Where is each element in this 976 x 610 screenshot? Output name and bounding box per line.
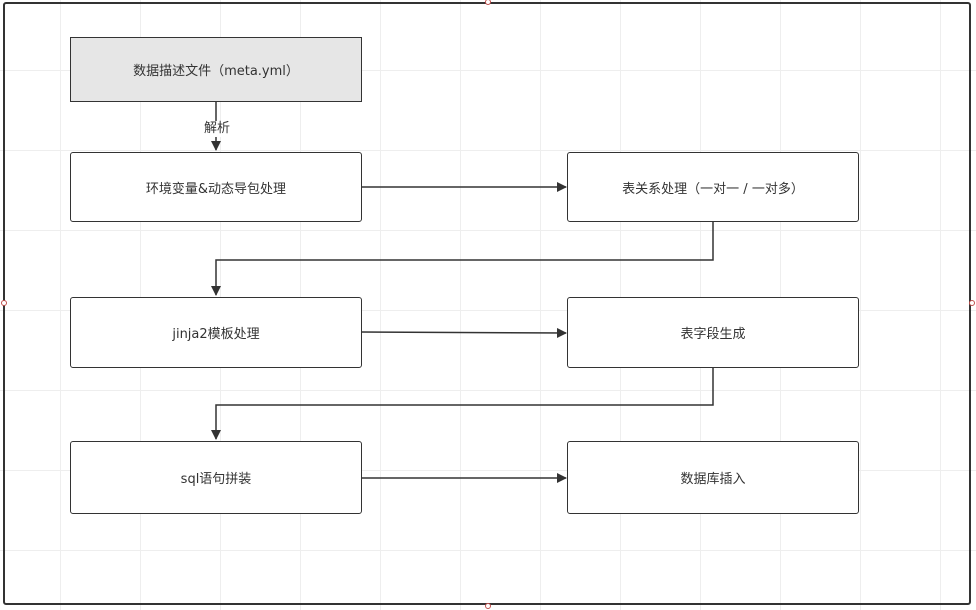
- edge-relation-to-jinja[interactable]: [211, 221, 714, 296]
- resize-handle-left[interactable]: [1, 300, 7, 306]
- node-env-import-label: 环境变量&动态导包处理: [145, 181, 287, 197]
- node-field-generation[interactable]: 表字段生成: [567, 297, 859, 368]
- edge-label-parse: 解析: [202, 121, 233, 137]
- node-table-relation[interactable]: 表关系处理（一对一 / 一对多）: [567, 152, 859, 222]
- edge-fields-to-sql[interactable]: [211, 367, 714, 440]
- node-field-generation-label: 表字段生成: [680, 327, 746, 342]
- node-meta-file[interactable]: 数据描述文件（meta.yml）: [70, 37, 362, 102]
- resize-handle-bottom[interactable]: [485, 603, 491, 609]
- node-meta-file-label: 数据描述文件（meta.yml）: [133, 64, 299, 79]
- resize-handle-top[interactable]: [485, 0, 491, 5]
- node-db-insert[interactable]: 数据库插入: [567, 441, 859, 514]
- node-jinja-template-label: jinja2模板处理: [172, 327, 260, 342]
- node-db-insert-label: 数据库插入: [680, 472, 746, 487]
- node-env-import[interactable]: 环境变量&动态导包处理: [70, 152, 362, 222]
- node-sql-assembly-label: sql语句拼装: [180, 472, 252, 487]
- resize-handle-right[interactable]: [969, 300, 975, 306]
- edge-jinja-to-fields[interactable]: [360, 327, 567, 338]
- node-jinja-template[interactable]: jinja2模板处理: [70, 297, 362, 368]
- node-sql-assembly[interactable]: sql语句拼装: [70, 441, 362, 514]
- node-table-relation-label: 表关系处理（一对一 / 一对多）: [622, 181, 804, 197]
